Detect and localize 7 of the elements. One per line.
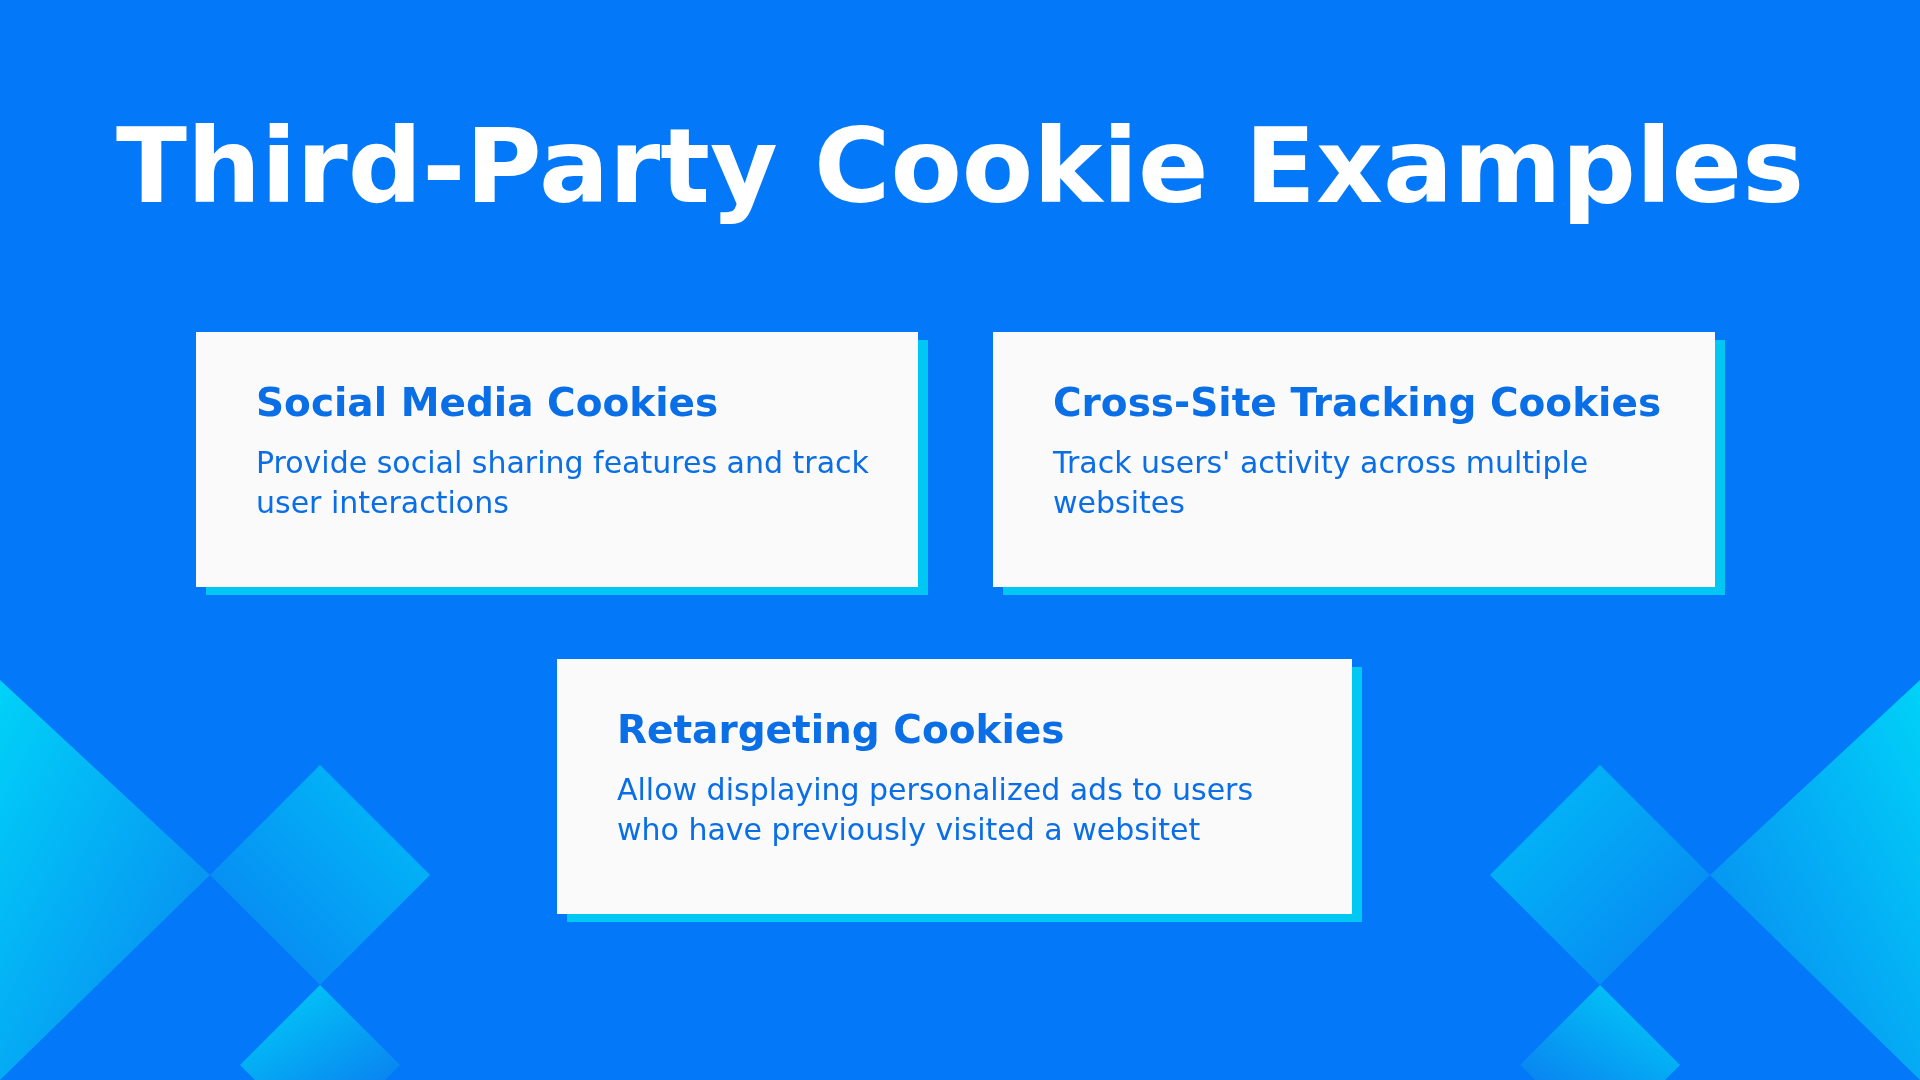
card-heading: Cross-Site Tracking Cookies	[1053, 380, 1663, 425]
card-heading: Retargeting Cookies	[617, 707, 1066, 752]
slide-title: Third-Party Cookie Examples	[114, 105, 1806, 227]
card-heading: Social Media Cookies	[256, 380, 720, 425]
card-description: Allow displaying personalized ads to users who have previously visited a websitet	[617, 771, 1255, 849]
card-description: Track users' activity across multiple websites	[1053, 444, 1590, 522]
card-description: Provide social sharing features and track user interactions	[256, 444, 870, 522]
